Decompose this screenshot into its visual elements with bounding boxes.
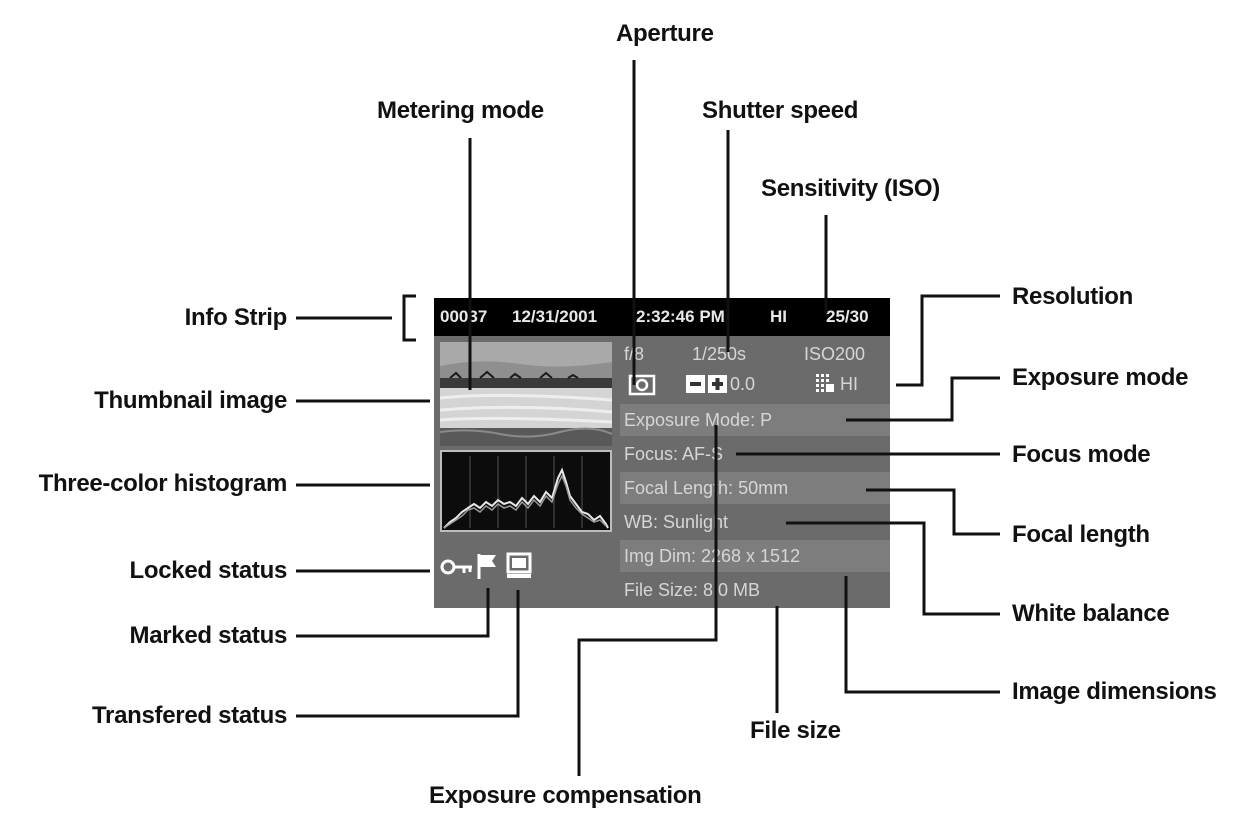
resolution-value: HI — [840, 374, 858, 394]
callout-info-strip: Info Strip — [184, 304, 288, 331]
capture-date: 12/31/2001 — [512, 307, 598, 326]
image-dimensions-text: Img Dim: 2268 x 1512 — [624, 546, 801, 566]
frame-number: 00037 — [440, 307, 488, 326]
exposure-row: f/8 1/250s ISO200 — [620, 338, 890, 370]
file-size-text: File Size: 8.0 MB — [624, 580, 761, 600]
thumbnail-image — [440, 342, 612, 446]
callout-white-balance: White balance — [1012, 600, 1170, 627]
metering-row: 0.0 HI — [620, 370, 890, 398]
callout-histogram: Three-color histogram — [38, 470, 288, 497]
key-icon — [440, 556, 474, 583]
exposure-comp-icon — [686, 373, 728, 400]
focal-length-text: Focal Length: 50mm — [624, 478, 789, 498]
callout-sensitivity: Sensitivity (ISO) — [761, 175, 940, 202]
info-strip: 00037 12/31/2001 2:32:46 PM HI 25/30 — [434, 298, 890, 336]
focus-text: Focus: AF-S — [624, 444, 724, 464]
callout-focus-mode: Focus mode — [1012, 441, 1151, 468]
resolution-icon — [816, 374, 836, 399]
callout-thumbnail-image: Thumbnail image — [94, 387, 287, 414]
callout-marked-status: Marked status — [129, 622, 288, 649]
shutter-value: 1/250s — [692, 344, 747, 364]
callout-locked-status: Locked status — [129, 557, 288, 584]
callout-metering-mode: Metering mode — [377, 97, 544, 124]
capture-time: 2:32:46 PM — [636, 307, 725, 326]
callout-exposure-compensation: Exposure compensation — [429, 782, 702, 809]
callout-resolution: Resolution — [1012, 283, 1133, 310]
transfer-icon — [506, 552, 532, 585]
callout-exposure-mode: Exposure mode — [1012, 364, 1189, 391]
flag-icon — [476, 552, 500, 585]
exposure-mode-text: Exposure Mode: P — [624, 410, 773, 430]
image-count: 25/30 — [826, 307, 869, 326]
callout-aperture: Aperture — [616, 20, 714, 47]
exposure-comp-value: 0.0 — [730, 374, 756, 394]
callout-shutter-speed: Shutter speed — [702, 97, 859, 124]
callout-file-size: File size — [750, 717, 841, 744]
callout-transfered-status: Transfered status — [92, 702, 287, 729]
quality-setting: HI — [770, 307, 787, 326]
focal-length-row: Focal Length: 50mm — [620, 472, 890, 504]
iso-value: ISO200 — [804, 344, 866, 364]
callout-image-dimensions: Image dimensions — [1012, 678, 1217, 705]
metering-icon — [628, 374, 656, 401]
image-dimensions-row: Img Dim: 2268 x 1512 — [620, 540, 890, 572]
exposure-mode-row: Exposure Mode: P — [620, 404, 890, 436]
three-color-histogram — [440, 450, 612, 532]
callout-focal-length: Focal length — [1012, 521, 1150, 548]
white-balance-text: WB: Sunlight — [624, 512, 729, 532]
